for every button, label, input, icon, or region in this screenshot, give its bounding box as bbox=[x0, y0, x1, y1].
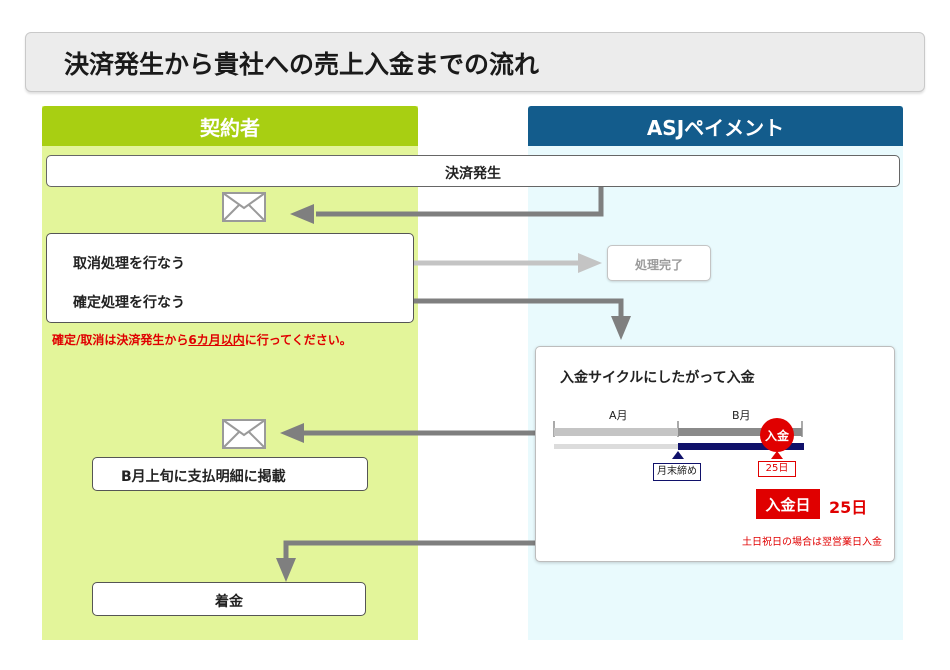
envelope-icon bbox=[222, 192, 266, 222]
payday-value: 25日 bbox=[829, 498, 868, 517]
deadline-note: 確定/取消は決済発生から6カ月以内に行ってください。 bbox=[52, 331, 352, 348]
arrow-cancel-to-done-head bbox=[578, 253, 602, 273]
step-done-box: 処理完了 bbox=[607, 245, 711, 281]
payment-badge: 入金 bbox=[760, 418, 794, 452]
holiday-note: 土日祝日の場合は翌営業日入金 bbox=[742, 537, 882, 548]
month-a-bar bbox=[554, 428, 678, 436]
step-done-label: 処理完了 bbox=[634, 258, 683, 272]
title-bar: 決済発生から貴社への売上入金までの流れ bbox=[25, 32, 925, 92]
arrow-cycle-to-arrival bbox=[283, 540, 535, 560]
payment-cycle-box: 入金サイクルにしたがって入金 A月 B月 入金 月末締め 25日 入金日 25日… bbox=[535, 346, 895, 562]
step-occur-label: 決済発生 bbox=[445, 166, 501, 182]
deadline-note-prefix: 確定/取消は決済発生から bbox=[52, 333, 189, 347]
cutoff-tag: 月末締め bbox=[653, 463, 701, 481]
payday-label-box: 入金日 bbox=[756, 489, 820, 519]
arrow-cycle-to-mail-head bbox=[280, 423, 304, 443]
lane-header-asj: ASJペイメント bbox=[528, 106, 903, 146]
cutoff-label: 月末締め bbox=[657, 466, 697, 477]
payment-timeline bbox=[553, 421, 804, 459]
envelope-icon bbox=[222, 419, 266, 449]
cutoff-marker bbox=[672, 451, 684, 459]
arrival-box: 着金 bbox=[92, 582, 366, 616]
payment-period-bar bbox=[678, 443, 804, 450]
statement-label: B月上旬に支払明細に掲載 bbox=[121, 469, 286, 485]
payday-label: 入金日 bbox=[765, 495, 811, 514]
deadline-note-suffix: に行ってください。 bbox=[244, 333, 352, 347]
arrow-occur-to-mail-head bbox=[290, 204, 314, 224]
arrow-confirm-to-cycle-head bbox=[611, 316, 631, 340]
step-confirm-label: 確定処理を行なう bbox=[73, 295, 185, 311]
cycle-title: 入金サイクルにしたがって入金 bbox=[560, 370, 755, 386]
statement-box: B月上旬に支払明細に掲載 bbox=[92, 457, 368, 491]
step-occur-box: 決済発生 bbox=[46, 155, 900, 187]
month-a-label: A月 bbox=[609, 409, 628, 422]
arrow-cycle-to-arrival-head bbox=[276, 558, 296, 582]
processing-box: 取消処理を行なう 確定処理を行なう bbox=[46, 233, 414, 323]
payday-marker bbox=[771, 451, 783, 459]
month-b-label: B月 bbox=[732, 409, 751, 422]
step-cancel-label: 取消処理を行なう bbox=[73, 256, 185, 272]
month-b-bar bbox=[678, 428, 802, 436]
page-title: 決済発生から貴社への売上入金までの流れ bbox=[64, 50, 540, 79]
day-tag-label: 25日 bbox=[765, 463, 789, 474]
day-tag: 25日 bbox=[758, 461, 796, 477]
arrival-label: 着金 bbox=[215, 594, 243, 610]
deadline-note-highlight: 6カ月以内 bbox=[188, 333, 245, 347]
lane-header-contractor: 契約者 bbox=[42, 106, 418, 146]
payment-badge-label: 入金 bbox=[764, 428, 789, 443]
arrow-occur-to-mail bbox=[316, 187, 604, 217]
